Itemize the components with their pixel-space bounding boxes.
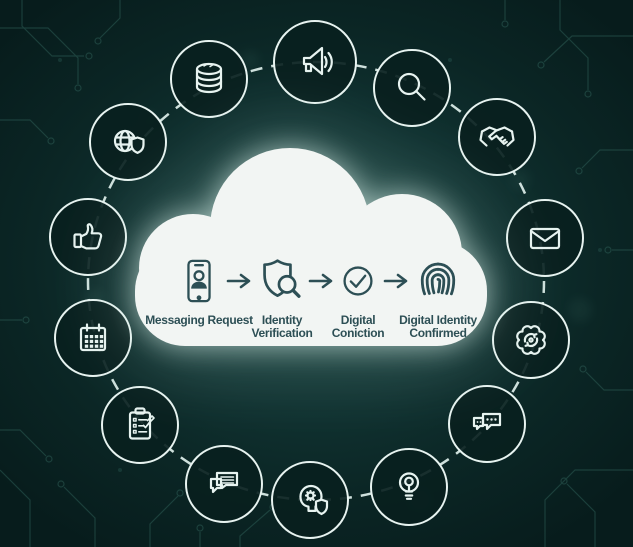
magnifier-icon xyxy=(373,49,451,127)
flow-step-label: Digital Coniction xyxy=(331,313,385,341)
flow-step-digital-identity-confirmed: Digital Identity Confirmed xyxy=(388,250,488,341)
chat-lines-icon xyxy=(185,445,263,523)
check-circle-icon xyxy=(323,250,393,312)
database-icon xyxy=(170,40,248,118)
flow-step-label: Identity Verification xyxy=(251,313,313,341)
clipboard-checklist-icon xyxy=(101,386,179,464)
fingerprint-icon xyxy=(388,250,488,312)
handshake-icon xyxy=(458,98,536,176)
flow-step-identity-verification: Identity Verification xyxy=(241,250,323,341)
thumbs-up-icon xyxy=(49,198,127,276)
arrow-right-icon xyxy=(307,272,337,290)
megaphone-icon xyxy=(273,20,357,104)
arrow-right-icon xyxy=(382,272,412,290)
globe-shield-icon xyxy=(89,103,167,181)
flow-step-label: Digital Identity Confirmed xyxy=(399,313,477,341)
envelope-icon xyxy=(506,199,584,277)
calendar-icon xyxy=(54,299,132,377)
lightbulb-icon xyxy=(370,448,448,526)
chat-dots-icon xyxy=(448,385,526,463)
flow-step-digital-coniction: Digital Coniction xyxy=(323,250,393,341)
arrow-right-icon xyxy=(225,272,255,290)
smartphone-user-icon xyxy=(143,250,255,312)
certified-seal-icon xyxy=(492,301,570,379)
flow-step-label: Messaging Request xyxy=(145,313,253,327)
shield-magnifier-icon xyxy=(241,250,323,312)
ai-head-shield-icon xyxy=(271,461,349,539)
cloud-shape xyxy=(135,148,487,346)
flow-step-messaging-request: Messaging Request xyxy=(143,250,255,327)
